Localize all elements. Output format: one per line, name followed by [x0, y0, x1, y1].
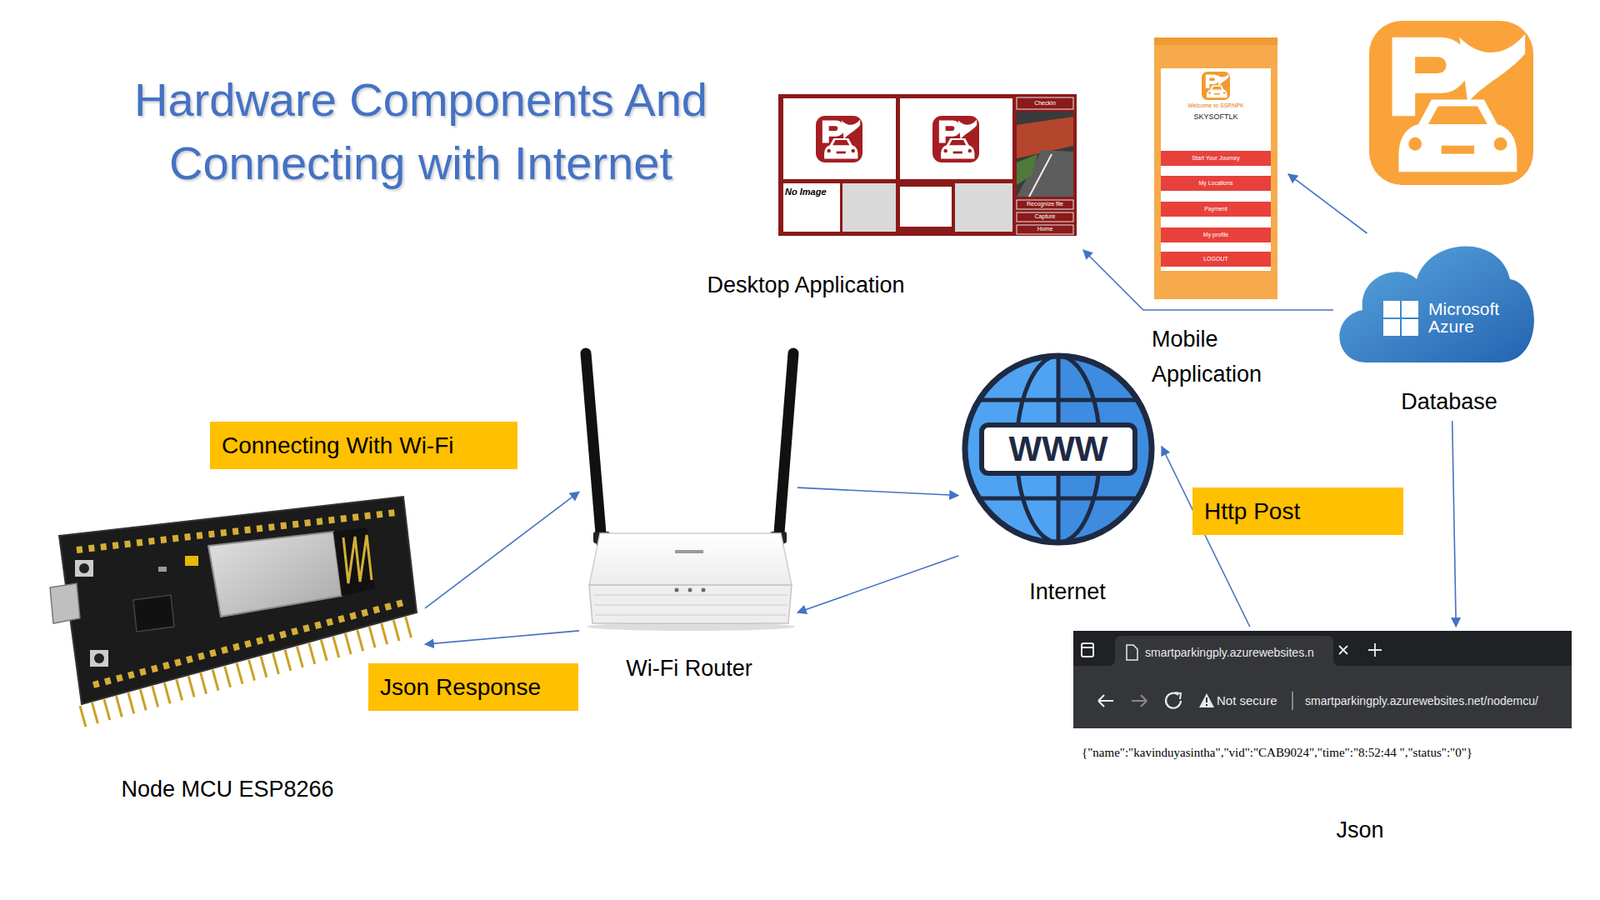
node-caption: Json	[1318, 816, 1402, 844]
app-welcome-text: Welcome to SSRNPK	[1160, 102, 1271, 110]
node-caption: Desktop Application	[680, 271, 931, 299]
app-company-text: SKYSOFTLK	[1160, 112, 1271, 122]
ui-button-text: LOGOUT	[1160, 255, 1271, 263]
nodemcu-node: Node MCU ESP8266	[50, 491, 425, 809]
json-text: {"name":"kavinduyasintha","vid":"CAB9024…	[1081, 745, 1473, 760]
diagram-title: Hardware Components And Connecting with …	[91, 68, 750, 195]
ui-button-text: Capture	[1016, 213, 1074, 220]
azure-logo-text: Microsoft Azure	[1428, 300, 1522, 335]
ui-button-text: My profile	[1160, 231, 1271, 239]
internet-node: WWW Internet	[958, 348, 1162, 609]
connector-arrow	[1452, 420, 1457, 627]
connector-arrow	[797, 555, 959, 613]
desktop-app-node: Desktop Application	[679, 91, 1084, 305]
json-node: smartparkingply.azurewebsites.nNot secur…	[1070, 626, 1575, 852]
ui-button-text: Recognize file	[1016, 200, 1074, 208]
connector-arrow	[1288, 174, 1367, 234]
internet-globe	[958, 355, 1159, 543]
edge-label: Http Post	[1192, 487, 1404, 535]
ui-button-text: Start Your Journey	[1160, 155, 1271, 162]
node-caption: Node MCU ESP8266	[77, 775, 378, 803]
connector-arrow	[1161, 446, 1250, 627]
mobile-app-node: Mobile Application	[1150, 33, 1289, 400]
ui-button-text: CheckIn	[1016, 100, 1074, 107]
edge-label: Json Response	[368, 663, 579, 711]
browser-screenshot	[1073, 630, 1572, 729]
database-node: Microsoft AzureDatabase	[1333, 233, 1545, 421]
connector-arrow	[797, 487, 959, 495]
mobile-app-screenshot	[1154, 37, 1278, 300]
ui-button-text: Payment	[1160, 205, 1271, 213]
ui-button-text: My Locations	[1160, 180, 1271, 187]
connector-arrow	[1083, 250, 1334, 310]
node-caption: Internet	[984, 578, 1151, 605]
browser-tab-title: smartparkingply.azurewebsites.n	[1145, 645, 1315, 660]
www-banner-text: WWW	[958, 429, 1159, 470]
connector-arrow	[425, 491, 580, 609]
edge-label: Connecting With Wi-Fi	[210, 421, 518, 470]
wifi-router	[585, 353, 795, 631]
node-caption: Mobile Application	[1151, 322, 1285, 393]
connector-arrow	[425, 630, 580, 645]
desktop-app-screenshot	[778, 94, 1077, 236]
browser-url: smartparkingply.azurewebsites.net/nodemc…	[1305, 694, 1539, 709]
router-node: Wi-Fi Router	[579, 341, 798, 692]
azure-cloud	[1339, 246, 1535, 363]
security-warning: Not secure	[1216, 693, 1278, 709]
ui-button-text: Home	[1016, 225, 1074, 233]
nodemcu-board	[50, 496, 417, 717]
node-caption: Wi-Fi Router	[589, 655, 790, 682]
node-caption: Database	[1357, 388, 1541, 415]
ui-placeholder-text: No Image	[785, 186, 827, 198]
parking-logo	[1369, 20, 1534, 185]
